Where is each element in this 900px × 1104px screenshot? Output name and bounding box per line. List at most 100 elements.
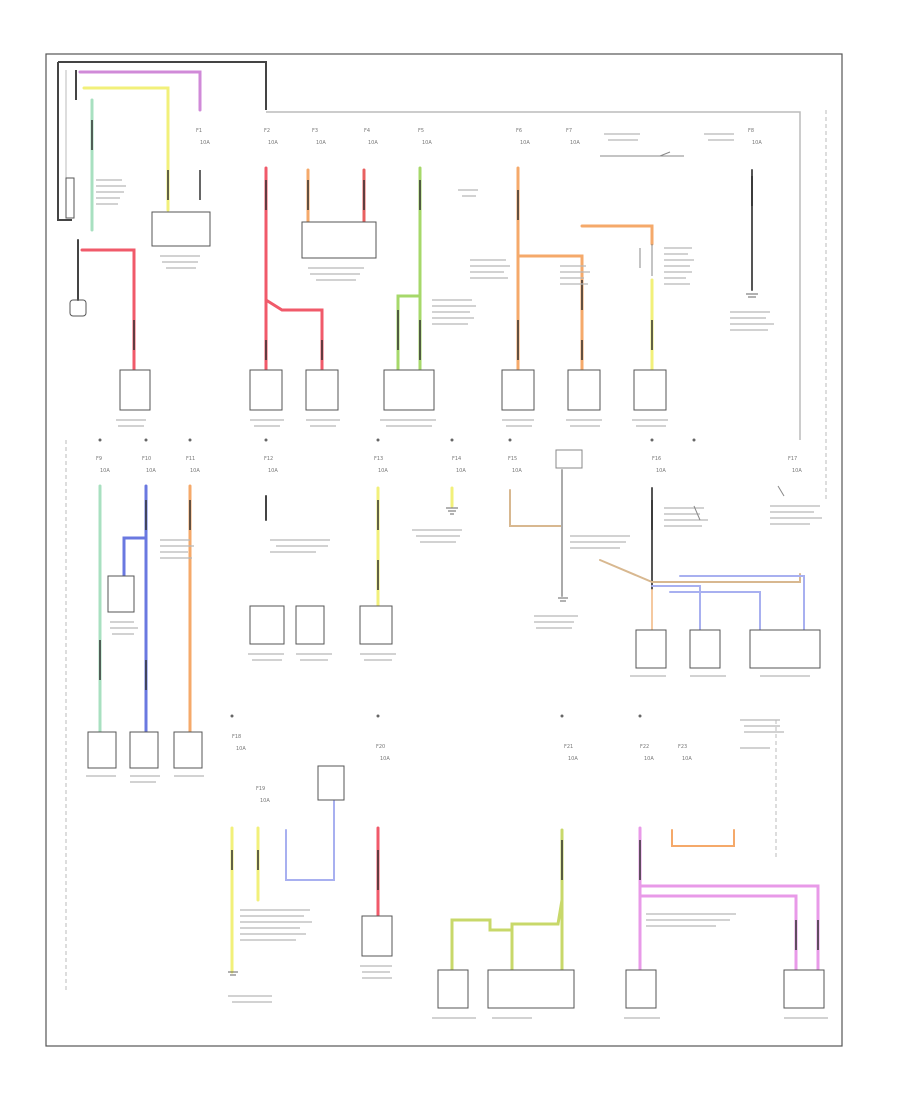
svg-text:F23: F23 [678, 744, 687, 750]
svg-text:F21: F21 [564, 744, 573, 750]
svg-text:F18: F18 [232, 734, 241, 740]
component-box [689, 629, 721, 669]
svg-text:F9: F9 [96, 456, 102, 462]
svg-text:10A: 10A [512, 468, 522, 474]
wire-yellow [82, 86, 170, 212]
wire-pink-b2 [638, 884, 820, 972]
svg-text:10A: 10A [644, 756, 654, 762]
component-box [173, 731, 203, 769]
wire-tan-2 [599, 559, 801, 583]
svg-text:10A: 10A [316, 140, 326, 146]
component-box [295, 605, 325, 645]
svg-text:F19: F19 [256, 786, 265, 792]
svg-text:F11: F11 [186, 456, 195, 462]
svg-text:10A: 10A [792, 468, 802, 474]
svg-text:F7: F7 [566, 128, 572, 134]
svg-text:10A: 10A [268, 468, 278, 474]
component-box [749, 629, 821, 669]
component-box [625, 969, 657, 1009]
svg-text:10A: 10A [190, 468, 200, 474]
component-box [437, 969, 469, 1009]
svg-text:10A: 10A [368, 140, 378, 146]
main-bus [57, 61, 801, 440]
component-boxes [87, 211, 825, 1009]
svg-text:10A: 10A [568, 756, 578, 762]
svg-text:F8: F8 [748, 128, 754, 134]
svg-text:F14: F14 [452, 456, 461, 462]
switch-symbols [555, 151, 785, 521]
component-box [383, 369, 435, 411]
annotation-text-blocks [86, 133, 828, 1019]
boundary-lines [65, 110, 827, 990]
component-box [783, 969, 825, 1009]
component-box [501, 369, 535, 411]
wire-lt-blue-2 [669, 591, 761, 631]
svg-text:10A: 10A [656, 468, 666, 474]
svg-text:F12: F12 [264, 456, 273, 462]
svg-text:F4: F4 [364, 128, 370, 134]
svg-text:F16: F16 [652, 456, 661, 462]
component-box [487, 969, 575, 1009]
svg-text:10A: 10A [146, 468, 156, 474]
wire-red-battery [80, 248, 136, 372]
svg-text:F1: F1 [196, 128, 202, 134]
component-box [107, 575, 135, 613]
wire-tan-1 [509, 489, 563, 527]
wire-tan-b [671, 829, 735, 847]
battery-symbol [65, 177, 87, 317]
wire-green-b3 [450, 898, 564, 972]
wire-red-2b [264, 298, 324, 372]
component-box [317, 765, 345, 801]
component-box [249, 369, 283, 411]
component-box [301, 221, 377, 259]
wire-orange-4b [516, 254, 584, 372]
svg-text:F22: F22 [640, 744, 649, 750]
wire-lt-blue-1 [651, 585, 701, 631]
wire-lt-blue-3 [679, 575, 805, 631]
component-box [87, 731, 117, 769]
component-box [151, 211, 211, 247]
svg-text:10A: 10A [380, 756, 390, 762]
component-box [359, 605, 393, 645]
svg-text:F10: F10 [142, 456, 151, 462]
svg-text:10A: 10A [260, 798, 270, 804]
svg-text:F17: F17 [788, 456, 797, 462]
svg-text:10A: 10A [378, 468, 388, 474]
svg-text:F20: F20 [376, 744, 385, 750]
svg-text:10A: 10A [422, 140, 432, 146]
connector-ticks [91, 120, 819, 950]
svg-text:10A: 10A [570, 140, 580, 146]
wires [77, 70, 820, 974]
svg-text:10A: 10A [520, 140, 530, 146]
wire-violet [78, 70, 202, 112]
svg-text:F6: F6 [516, 128, 522, 134]
svg-text:10A: 10A [456, 468, 466, 474]
component-box [361, 915, 393, 957]
fuse-labels: F1 10A F2 10A F3 10A F4 10A F5 10A F6 10A F7 10… [96, 128, 802, 804]
svg-text:F5: F5 [418, 128, 424, 134]
component-box [119, 369, 151, 411]
svg-text:10A: 10A [682, 756, 692, 762]
component-box [129, 731, 159, 769]
component-box [635, 629, 667, 669]
wire-lt-blue-b [285, 799, 335, 881]
component-box [249, 605, 285, 645]
svg-text:10A: 10A [236, 746, 246, 752]
ground-symbols [228, 293, 758, 976]
svg-text:10A: 10A [268, 140, 278, 146]
junction-dots [98, 438, 696, 718]
svg-text:10A: 10A [200, 140, 210, 146]
svg-text:F3: F3 [312, 128, 318, 134]
wire-blue-b [122, 536, 148, 578]
wire-orange-4c [580, 224, 654, 246]
component-box [633, 369, 667, 411]
diagram-frame [45, 53, 843, 1047]
svg-text:F2: F2 [264, 128, 270, 134]
svg-text:F13: F13 [374, 456, 383, 462]
svg-text:10A: 10A [100, 468, 110, 474]
wire-green-b [396, 294, 422, 372]
component-box [567, 369, 601, 411]
component-box [305, 369, 339, 411]
